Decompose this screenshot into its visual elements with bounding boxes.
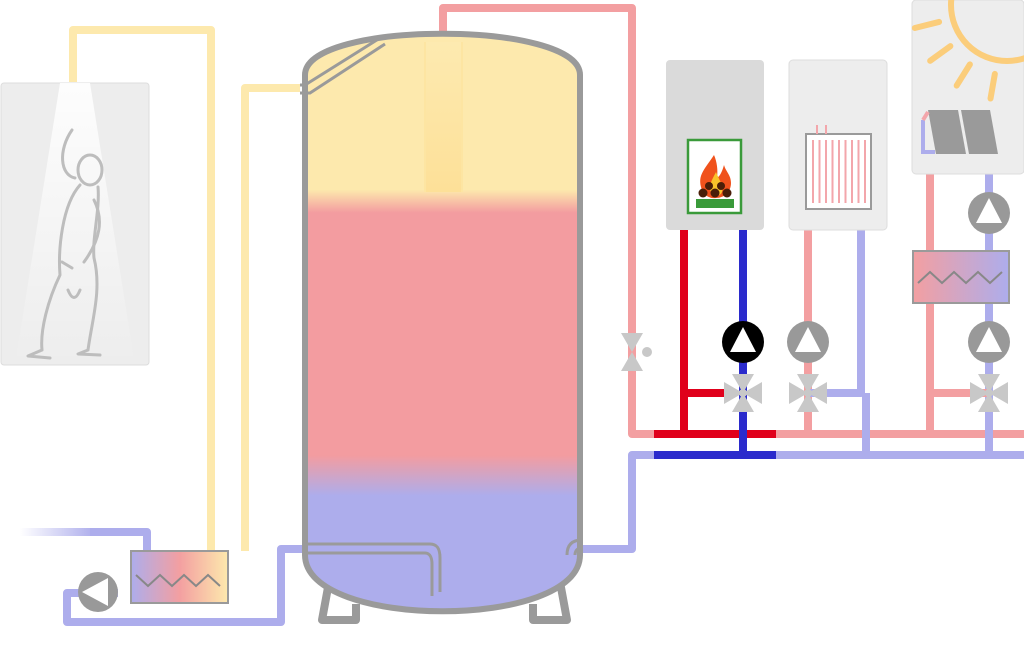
hot-distribution-pipe <box>589 4 1024 438</box>
heat-exchanger-icon <box>130 550 229 604</box>
sun-ray <box>987 70 998 102</box>
cold-return-pipe <box>582 451 1024 553</box>
tank-inlet-lance-edge <box>424 42 463 192</box>
radiator-fins <box>812 140 866 203</box>
circulation-pump-icon <box>968 321 1010 363</box>
three-way-valve-icon <box>789 374 827 412</box>
buffer-storage-tank <box>300 30 583 624</box>
three-way-valve-icon <box>724 374 762 412</box>
warm-water-pipe-shower <box>69 26 215 551</box>
sun-ray <box>927 43 954 64</box>
solar-valve-knob <box>985 389 993 397</box>
boiler-logs <box>698 182 732 198</box>
sun-ray <box>911 18 943 31</box>
person-figure <box>26 128 104 360</box>
warm-water-pipe-tank-outlet <box>241 84 300 551</box>
solar-pump-lower-arrow <box>976 327 1002 352</box>
solar-collector-right <box>961 110 998 154</box>
circulation-pump-icon <box>78 572 118 612</box>
radiator-valve-knob <box>804 389 812 397</box>
person-shower-icon <box>0 82 150 366</box>
shower-light-beam <box>15 83 135 365</box>
boiler-grate <box>696 199 734 208</box>
boiler-pump-arrow <box>730 327 756 352</box>
solar-collector-icon <box>921 110 998 154</box>
circulation-pump-icon <box>722 321 764 363</box>
boiler-valve-knob <box>739 389 747 397</box>
tank-legs <box>318 581 571 624</box>
cold-water-supply-fade <box>20 528 95 536</box>
fresh-water-exchanger-body <box>130 550 229 604</box>
solar-collector-outlet <box>921 120 935 154</box>
solar-collector-outlet-hot <box>921 110 930 122</box>
radiator-top-pipes <box>816 125 827 134</box>
three-way-valve-icon <box>970 374 1008 412</box>
circulation-pump-icon <box>968 192 1010 234</box>
fire-boiler-icon <box>666 60 764 230</box>
heat-exchanger-icon <box>912 250 1010 304</box>
cold-water-pump-loop <box>63 545 308 626</box>
tank-upper-diffuser <box>300 36 386 95</box>
tank-return-nozzle <box>565 538 583 556</box>
three-way-valve-icon <box>621 333 652 371</box>
solar-pump-upper-arrow <box>976 198 1002 223</box>
circulation-pump-icon <box>787 321 829 363</box>
radiator-pump-arrow <box>795 327 821 352</box>
solar-collector-left <box>928 110 966 154</box>
fresh-water-pump-arrow <box>82 578 108 606</box>
cold-water-inlet-pipe <box>90 528 151 551</box>
solar-exchanger-coil <box>917 270 1003 285</box>
hot-flow-pipe <box>439 4 589 42</box>
tank-lower-pipe <box>305 542 442 596</box>
tank-inlet-lance <box>425 42 462 192</box>
sun-ray <box>953 61 973 89</box>
return-valve-knob <box>642 347 652 357</box>
sun-disc <box>948 0 1024 64</box>
radiator-icon <box>788 59 888 231</box>
return-valve-body <box>621 333 643 371</box>
fresh-water-exchanger-coil <box>135 573 221 588</box>
solar-exchanger-body <box>912 250 1010 304</box>
